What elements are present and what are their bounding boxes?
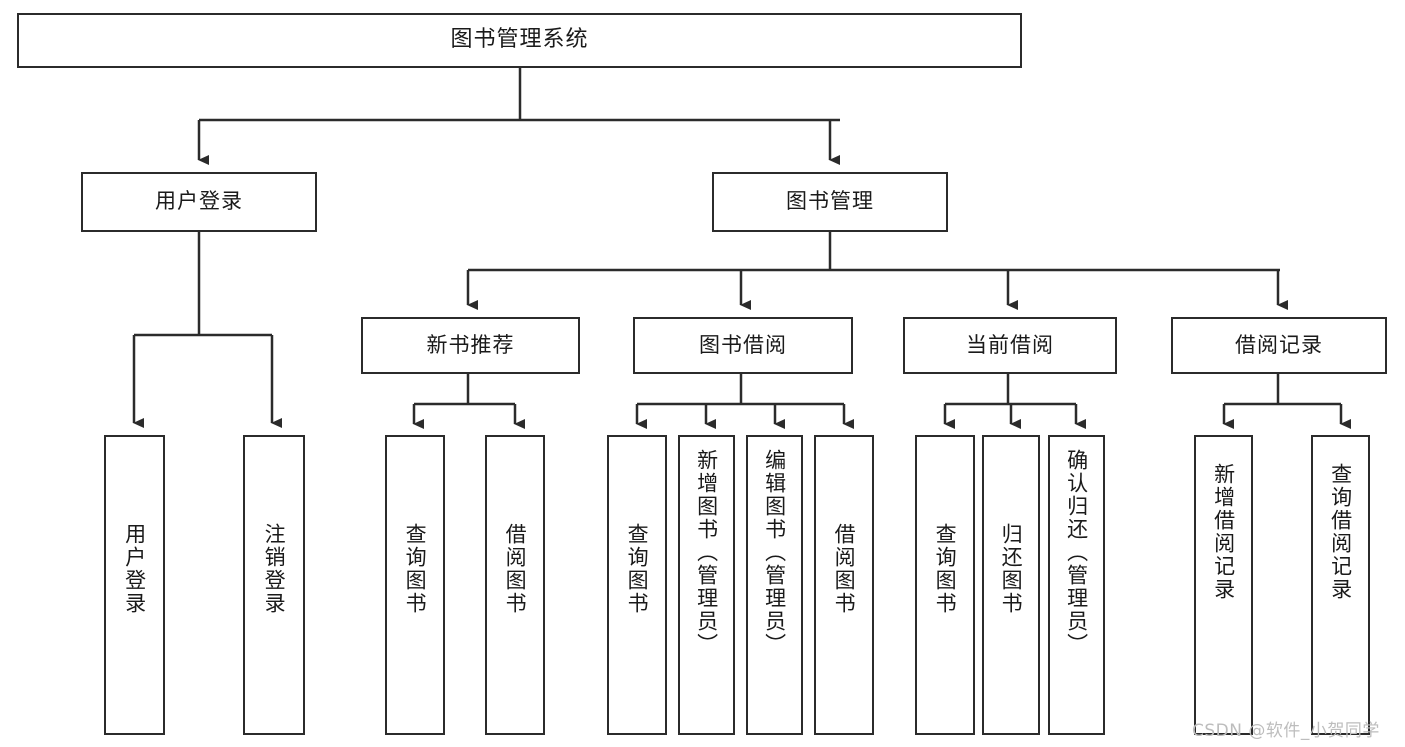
leaf-user-login-logout[interactable]: 注销登录: [243, 435, 305, 735]
leaf-user-login-login[interactable]: 用户登录: [104, 435, 165, 735]
leaf-new-book-borrow-book[interactable]: 借阅图书: [485, 435, 545, 735]
node-label: 用户登录: [155, 189, 243, 214]
node-label: 图书管理系统: [450, 27, 589, 53]
leaf-label: 注销登录: [262, 523, 287, 615]
leaf-borrow-record-add-record[interactable]: 新增借阅记录: [1194, 435, 1253, 735]
node-borrow-record[interactable]: 借阅记录: [1171, 317, 1387, 374]
leaf-label: 用户登录: [122, 523, 147, 615]
node-root-book-management-system[interactable]: 图书管理系统: [17, 13, 1022, 68]
leaf-borrow-record-query-record[interactable]: 查询借阅记录: [1311, 435, 1370, 735]
leaf-label: 确认归还（管理员）: [1064, 449, 1089, 656]
leaf-book-borrow-add-book-admin[interactable]: 新增图书（管理员）: [678, 435, 735, 735]
node-current-borrow[interactable]: 当前借阅: [903, 317, 1117, 374]
leaf-current-borrow-query-book[interactable]: 查询图书: [915, 435, 975, 735]
node-user-login[interactable]: 用户登录: [81, 172, 317, 232]
leaf-book-borrow-borrow-book[interactable]: 借阅图书: [814, 435, 874, 735]
leaf-label: 查询图书: [933, 523, 958, 615]
leaf-label: 借阅图书: [832, 523, 857, 615]
node-book-borrow[interactable]: 图书借阅: [633, 317, 853, 374]
leaf-current-borrow-confirm-return-admin[interactable]: 确认归还（管理员）: [1048, 435, 1105, 735]
node-book-management[interactable]: 图书管理: [712, 172, 948, 232]
node-label: 图书借阅: [699, 332, 787, 357]
leaf-label: 查询图书: [625, 523, 650, 615]
csdn-watermark: CSDN @软件_小贺同学: [1192, 721, 1380, 741]
leaf-label: 新增借阅记录: [1211, 463, 1236, 601]
leaf-label: 查询借阅记录: [1328, 463, 1353, 601]
node-new-book-recommend[interactable]: 新书推荐: [361, 317, 580, 374]
leaf-book-borrow-query-book[interactable]: 查询图书: [607, 435, 667, 735]
leaf-label: 借阅图书: [503, 523, 528, 615]
node-label: 当前借阅: [966, 332, 1054, 357]
node-label: 新书推荐: [426, 332, 515, 357]
leaf-label: 编辑图书（管理员）: [762, 449, 787, 656]
leaf-label: 归还图书: [999, 523, 1024, 615]
leaf-new-book-query-book[interactable]: 查询图书: [385, 435, 445, 735]
node-label: 图书管理: [786, 189, 874, 214]
leaf-current-borrow-return-book[interactable]: 归还图书: [982, 435, 1040, 735]
leaf-label: 新增图书（管理员）: [694, 449, 719, 656]
leaf-label: 查询图书: [403, 523, 428, 615]
node-label: 借阅记录: [1235, 332, 1323, 357]
leaf-book-borrow-edit-book-admin[interactable]: 编辑图书（管理员）: [746, 435, 803, 735]
